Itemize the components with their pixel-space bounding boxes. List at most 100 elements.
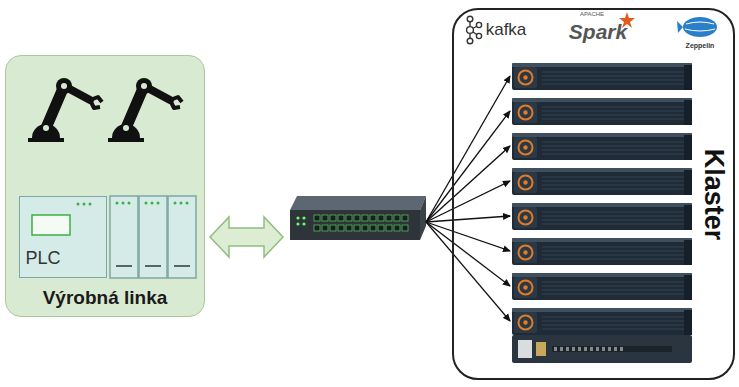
network-switch: [346, 225, 352, 231]
cluster-board: [554, 347, 557, 351]
io-module: [122, 202, 125, 205]
cluster-board: [614, 347, 617, 351]
network-cable: [426, 146, 510, 222]
kafka-logo: [467, 27, 474, 34]
cluster-board: [512, 238, 692, 265]
cluster-board: [536, 342, 546, 356]
network-switch: [290, 196, 426, 210]
network-switch: [386, 215, 392, 221]
network-switch: [386, 225, 392, 231]
network-cable: [426, 216, 510, 222]
robot-arm: [61, 83, 67, 89]
cluster-board: [518, 340, 532, 358]
node-text: Klaster: [698, 149, 729, 241]
node-text: Výrobná linka: [43, 287, 168, 309]
cluster-board: [512, 133, 692, 160]
io-module: [174, 265, 190, 267]
network-switch: [338, 215, 344, 221]
cluster-board: [584, 347, 587, 351]
robot-arm: [56, 78, 72, 94]
network-switch: [338, 225, 344, 231]
network-switch: [346, 215, 352, 221]
io-module: [151, 202, 154, 205]
cluster-board: [590, 347, 593, 351]
network-cable: [426, 222, 510, 286]
kafka-logo: [476, 22, 481, 27]
node-text: PLC: [25, 248, 60, 269]
cluster-board: [552, 346, 672, 352]
robot-arm: [28, 78, 102, 142]
network-switch: [370, 215, 376, 221]
network-cable: [426, 181, 510, 222]
network-switch: [322, 215, 328, 221]
io-module: [180, 202, 183, 205]
network-cable: [426, 111, 510, 222]
production-line-box: Výrobná linka PLC: [5, 55, 205, 317]
cluster-board: [512, 63, 692, 363]
network-switch: [290, 210, 420, 240]
network-switch: [302, 216, 305, 219]
network-switch: [314, 215, 320, 221]
network-switch: [302, 222, 305, 225]
network-switch: [314, 215, 408, 231]
cluster-board: [512, 273, 692, 300]
network-switch: [394, 225, 400, 231]
network-switch: [330, 225, 336, 231]
io-module: [174, 202, 177, 205]
robot-arm: [32, 124, 60, 138]
plc-screen: [89, 203, 92, 206]
cluster-board: [512, 308, 692, 335]
cluster-board: [512, 203, 692, 230]
plc-screen: [32, 215, 70, 235]
robot-arm: [90, 97, 102, 108]
network-switch: [330, 215, 336, 221]
cluster-board: [602, 347, 605, 351]
cluster-board: [512, 335, 692, 363]
kafka-logo: [467, 16, 473, 22]
network-switch: [420, 196, 426, 240]
network-switch: [378, 225, 384, 231]
cluster-board: [578, 347, 581, 351]
robot-arms: [6, 56, 206, 318]
io-module: [145, 265, 161, 267]
double-arrow: [210, 217, 283, 257]
cluster-board: [572, 347, 575, 351]
zeppelin-logo: [686, 22, 714, 24]
network-switch: [296, 222, 299, 225]
robot-arm: [123, 125, 129, 131]
plc-module: PLC: [19, 196, 107, 278]
logo-text: kafka: [486, 20, 527, 40]
robot-arm: [112, 124, 140, 138]
robot-arm: [141, 83, 147, 89]
kafka-logo: [467, 16, 482, 44]
cluster-board: [596, 347, 599, 351]
io-module: [116, 265, 132, 267]
io-module: [116, 202, 189, 205]
io-module: [110, 196, 138, 278]
network-switch: [354, 225, 360, 231]
kafka-logo: [476, 33, 481, 38]
zeppelin-logo: [677, 17, 717, 37]
cluster-board: [608, 347, 611, 351]
network-switch: [322, 225, 328, 231]
network-switch: [394, 215, 400, 221]
network-switch: [354, 215, 360, 221]
network-cable: [426, 76, 510, 222]
io-module: [145, 202, 148, 205]
io-module: [157, 202, 160, 205]
network-switch: [370, 225, 376, 231]
network-switch: [362, 215, 368, 221]
cluster-board: [512, 63, 692, 90]
robot-arm: [43, 125, 49, 131]
io-module: [116, 202, 119, 205]
cluster-board: [512, 98, 692, 125]
io-module: [110, 196, 196, 278]
cluster-board: [512, 168, 692, 195]
logo-text: APACHE: [580, 11, 604, 18]
logo-text: Zeppelin: [686, 42, 715, 50]
plc-screen: [77, 203, 80, 206]
io-module: [168, 196, 196, 278]
cluster-box: Klaster: [452, 8, 735, 380]
